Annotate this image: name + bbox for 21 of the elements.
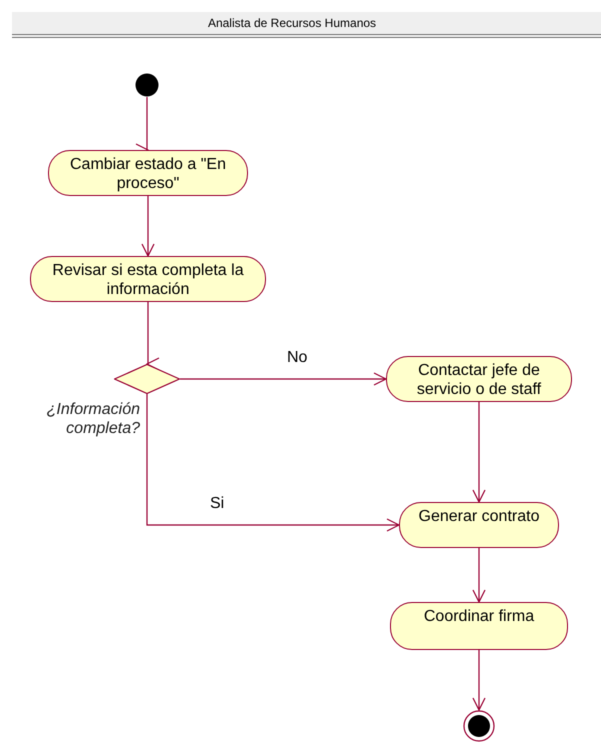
arrow <box>146 394 400 532</box>
action-text: Cambiar estado a "En proceso" <box>69 155 227 193</box>
action-text: Contactar jefe de servicio o de staff <box>416 361 542 399</box>
action-text: Revisar si esta completa la información <box>51 261 245 299</box>
arrow <box>141 196 155 257</box>
action-box <box>386 356 572 402</box>
arrow <box>472 650 486 711</box>
start-node <box>135 73 159 97</box>
action-box <box>390 602 568 650</box>
action-box <box>399 502 559 548</box>
arrow <box>180 372 387 386</box>
arrow <box>472 402 486 503</box>
action-text: Generar contrato <box>418 507 540 526</box>
action-box <box>30 256 266 302</box>
swimlane-title: Analista de Recursos Humanos <box>206 15 378 32</box>
decision-diamond <box>114 364 180 394</box>
end-node <box>463 710 495 742</box>
action-box <box>48 150 248 196</box>
condition-label: ¿Información completa? <box>46 400 140 438</box>
arrow <box>472 548 486 603</box>
action-text: Coordinar firma <box>424 607 534 626</box>
